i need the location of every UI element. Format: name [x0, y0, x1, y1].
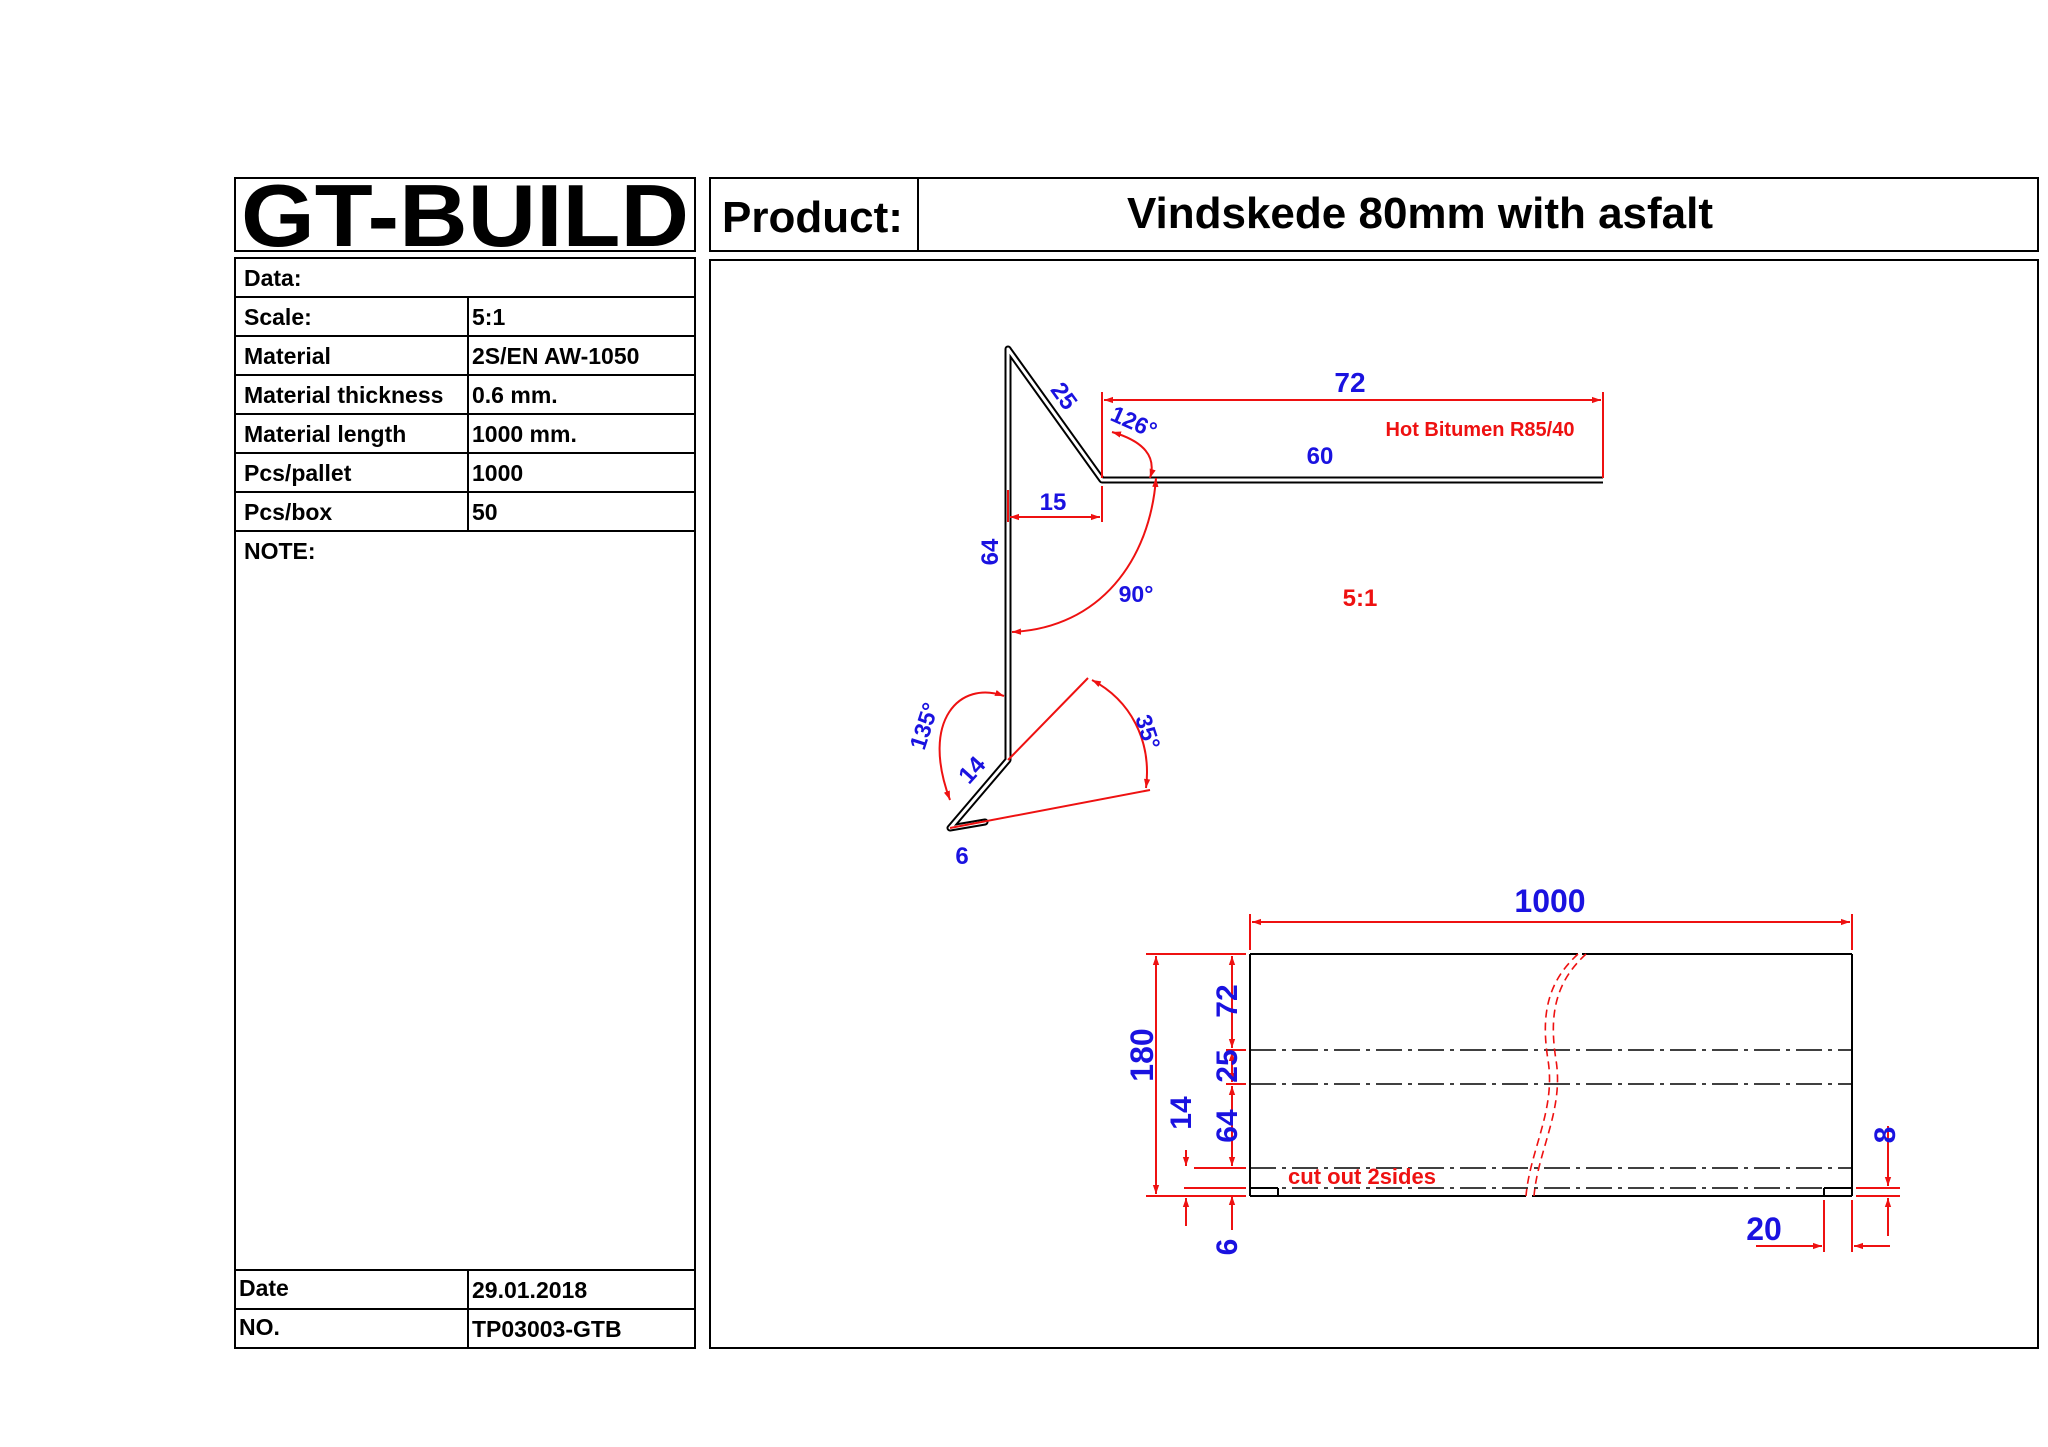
dim-6-label: 6 — [955, 843, 968, 870]
date-label: Date — [239, 1275, 289, 1301]
box-value: 50 — [472, 499, 498, 525]
material-value: 2S/EN AW-1050 — [472, 343, 639, 369]
product-name: Vindskede 80mm with asfalt — [1127, 189, 1713, 238]
number-value: TP03003-GTB — [472, 1316, 622, 1342]
length-value: 1000 mm. — [472, 421, 577, 447]
arc-126 — [1111, 431, 1156, 479]
product-header-frame — [709, 177, 2039, 252]
material-label: Material — [244, 343, 331, 369]
dim-25-flat-label: 25 — [1211, 1049, 1244, 1082]
pallet-label: Pcs/pallet — [244, 460, 352, 486]
logo-frame — [234, 177, 696, 252]
dim-20-flat-label: 20 — [1746, 1211, 1782, 1247]
angle-135-label: 135° — [904, 699, 943, 752]
box-label: Pcs/box — [244, 499, 332, 525]
bitumen-note: Hot Bitumen R85/40 — [1386, 419, 1575, 441]
scale-label: Scale: — [244, 304, 312, 330]
thickness-value: 0.6 mm. — [472, 382, 558, 408]
arc-135 — [938, 689, 1005, 801]
number-label: NO. — [239, 1314, 280, 1340]
scale-note: 5:1 — [1343, 585, 1378, 612]
data-label: Data: — [244, 265, 302, 291]
profile-drawing: 72 60 25 15 64 14 6 126° 90° 135° 35° Ho… — [904, 345, 1604, 870]
dim-72-flat-label: 72 — [1211, 984, 1244, 1017]
note-label: NOTE: — [244, 538, 316, 564]
product-label: Product: — [722, 193, 903, 242]
dim-15-label: 15 — [1040, 489, 1067, 516]
cutout-note: cut out 2sides — [1288, 1164, 1436, 1189]
profile-outline — [1005, 346, 1603, 484]
dim-1000-label: 1000 — [1514, 883, 1585, 919]
dim-64-flat-label: 64 — [1211, 1109, 1244, 1143]
company-logo: GT-BUILD — [241, 166, 689, 265]
break-line — [1525, 953, 1587, 1197]
title-block — [234, 177, 696, 1349]
thickness-label: Material thickness — [244, 382, 443, 408]
dim-60-label: 60 — [1307, 443, 1334, 470]
dim-6-flat-label: 6 — [1211, 1239, 1244, 1256]
angle-126-label: 126° — [1107, 400, 1161, 443]
dim-14-flat-label: 14 — [1165, 1096, 1198, 1130]
pallet-value: 1000 — [472, 460, 523, 486]
scale-value: 5:1 — [472, 304, 505, 330]
angle-90-label: 90° — [1119, 581, 1154, 607]
dim-64-label: 64 — [977, 538, 1004, 565]
drawing-frame — [709, 259, 2039, 1349]
info-table-frame — [234, 257, 696, 1349]
date-value: 29.01.2018 — [472, 1277, 587, 1303]
dim-180-label: 180 — [1124, 1028, 1160, 1081]
dim-72-label: 72 — [1334, 367, 1365, 398]
length-label: Material length — [244, 421, 406, 447]
arc-90 — [1011, 477, 1159, 635]
flat-drawing: 1000 180 72 25 64 14 6 8 20 cut out 2sid… — [1124, 883, 1902, 1255]
angle-35-label: 35° — [1130, 711, 1165, 752]
arc-35 — [1091, 679, 1151, 789]
dim-8-flat-label: 8 — [1869, 1127, 1902, 1144]
